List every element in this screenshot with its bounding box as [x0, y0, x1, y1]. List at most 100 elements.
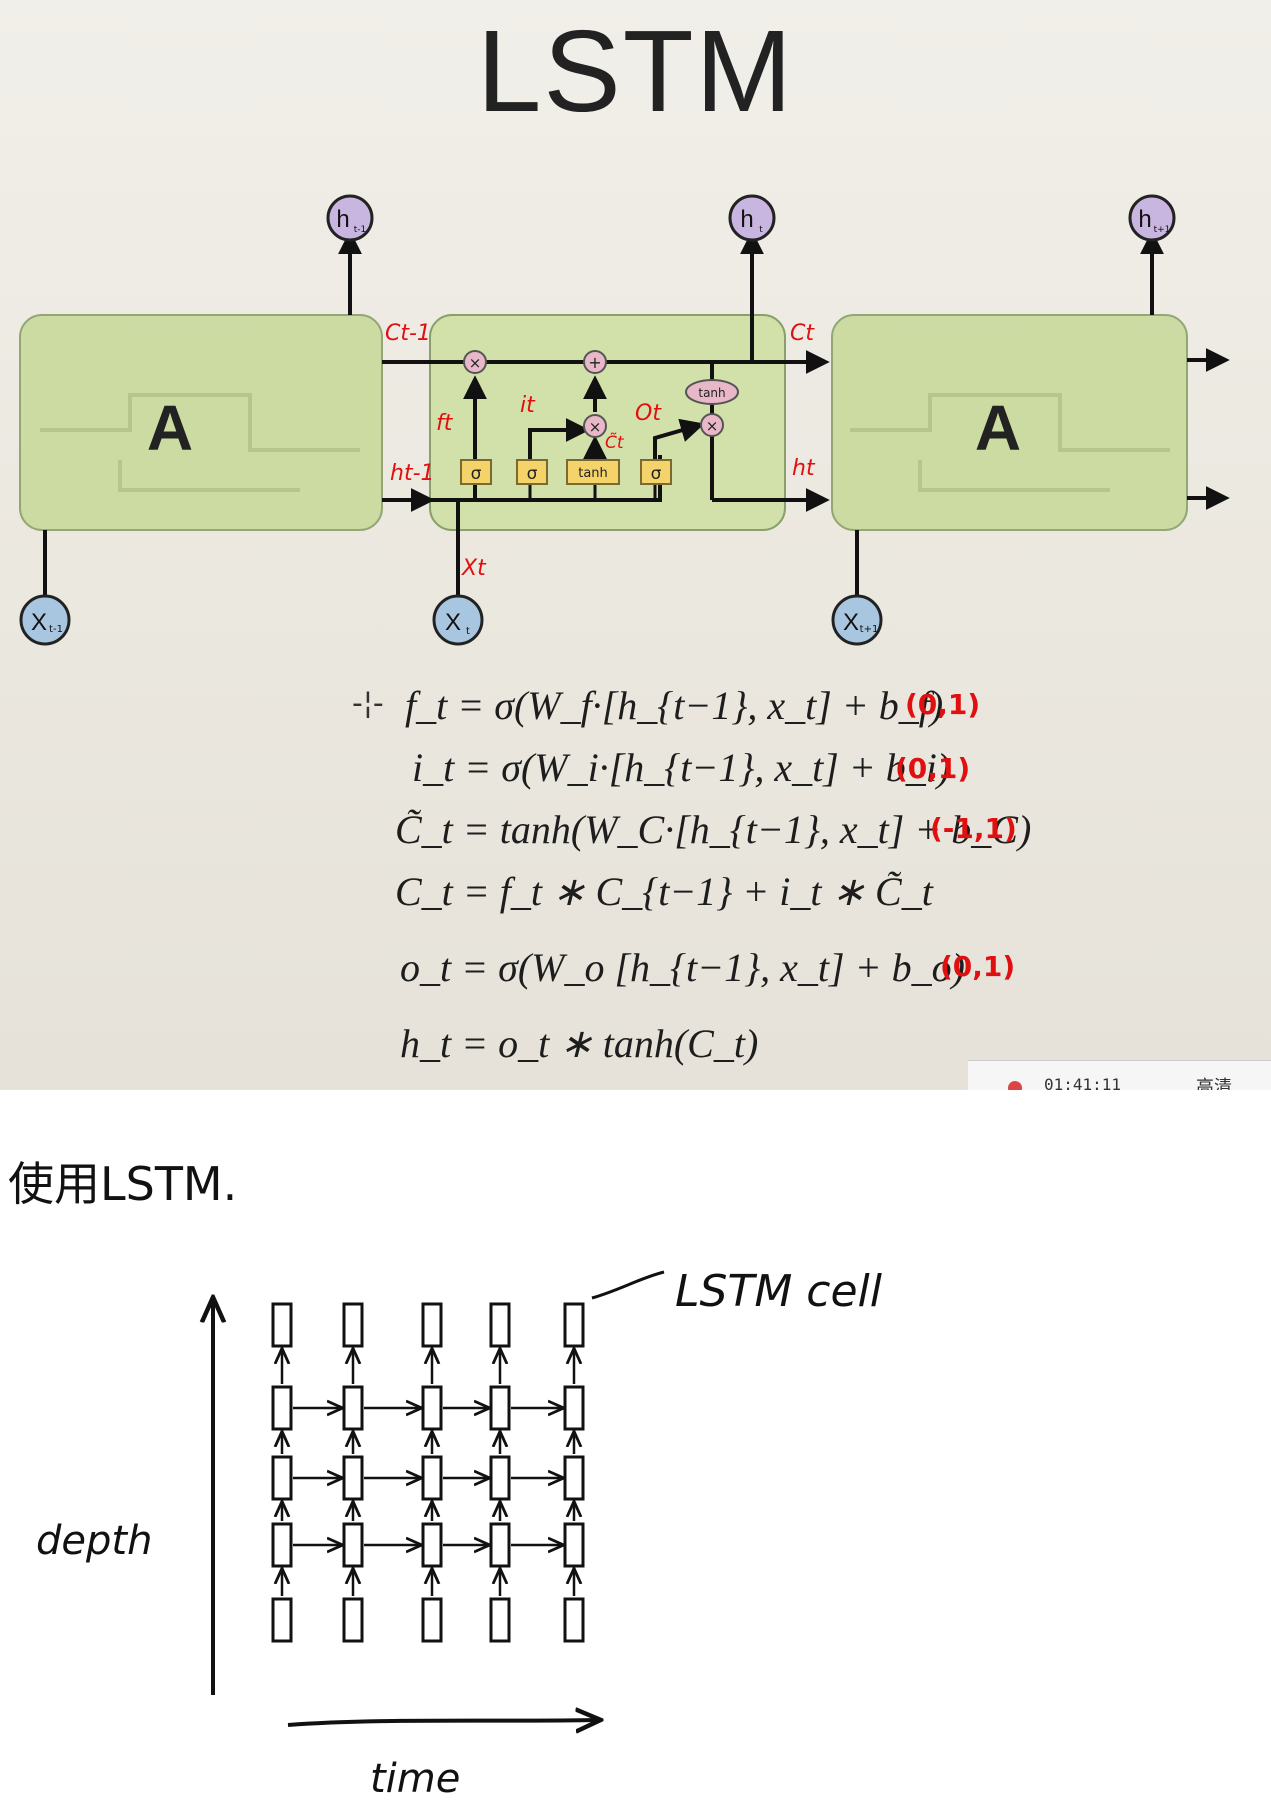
- left-lstm-block: [19, 314, 383, 531]
- equation-forget-range: (0,1): [905, 688, 981, 721]
- output-tanh-op: tanh: [685, 379, 739, 405]
- player-quality-label[interactable]: 高清: [1196, 1077, 1232, 1090]
- gate-sigma-input: σ: [516, 459, 548, 485]
- lstm-cell-label: LSTM cell: [675, 1266, 882, 1317]
- svg-text:t-1: t-1: [49, 624, 63, 635]
- lstm-cell-sketch: [563, 1455, 585, 1501]
- equation-cell-state: C_t = f_t ∗ C_{t−1} + i_t ∗ C̃_t: [395, 869, 933, 914]
- lstm-slide-photo: LSTM A A: [0, 0, 1271, 1090]
- middle-lstm-block: [429, 314, 786, 531]
- annot-i-t: it: [520, 393, 536, 418]
- annot-f-t: ft: [436, 411, 454, 436]
- player-timestamp: 01:41:11: [1044, 1075, 1122, 1090]
- equation-candidate: C̃_t = tanh(W_C·[h_{t−1}, x_t] + b_C): [395, 807, 1032, 852]
- time-label: time: [370, 1756, 461, 1802]
- svg-text:X: X: [843, 609, 859, 636]
- lstm-cell-sketch: [342, 1385, 364, 1431]
- svg-text:t-1: t-1: [354, 225, 367, 235]
- equation-input-range: (0,1): [895, 752, 971, 785]
- annot-o-t: Ot: [635, 401, 662, 426]
- left-block-ghost-lines: [40, 393, 360, 492]
- svg-text:σ: σ: [471, 464, 482, 484]
- x-prev-node: X t-1: [19, 594, 71, 646]
- left-block-label: A: [147, 392, 193, 464]
- lstm-cell-sketch: [421, 1522, 443, 1568]
- svg-text:t: t: [759, 225, 763, 235]
- svg-text:t: t: [466, 626, 470, 637]
- right-block-label: A: [975, 392, 1021, 464]
- equation-hidden: h_t = o_t ∗ tanh(C_t): [400, 1021, 759, 1066]
- lstm-cell-grid: [271, 1302, 585, 1643]
- annot-h-t: ht: [792, 456, 816, 481]
- input-multiply-op: ×: [583, 414, 607, 438]
- h-next-node: h t+1: [1128, 194, 1176, 242]
- output-multiply-op: ×: [700, 413, 724, 437]
- cell-label-leader: [591, 1270, 665, 1300]
- sketch-heading: 使用LSTM.: [8, 1157, 238, 1211]
- equation-input: i_t = σ(W_i·[h_{t−1}, x_t] + b_i): [412, 745, 951, 790]
- right-block-ghost-lines: [850, 393, 1170, 492]
- lstm-cell-sketch: [421, 1385, 443, 1431]
- x-next-node: X t+1: [831, 594, 883, 646]
- time-axis-arrow: [287, 1720, 598, 1725]
- lstm-cell-sketch: [271, 1455, 293, 1501]
- annot-c-prev: Ct-1: [385, 321, 431, 346]
- input-gate-feed: [528, 418, 590, 470]
- lstm-cell-sketch: [489, 1597, 511, 1643]
- lstm-cell-sketch: [489, 1522, 511, 1568]
- equation-output-range: (0,1): [940, 950, 1016, 983]
- lstm-cell-sketch: [342, 1302, 364, 1348]
- depth-label: depth: [36, 1518, 153, 1564]
- gate-tanh-candidate: tanh: [566, 459, 620, 485]
- svg-text:h: h: [1138, 206, 1151, 233]
- stacked-lstm-grid-sketch: [0, 1270, 665, 1800]
- svg-text:t+1: t+1: [860, 624, 879, 635]
- svg-text:σ: σ: [651, 464, 662, 484]
- lstm-cell-sketch: [489, 1385, 511, 1431]
- equation-output: o_t = σ(W_o [h_{t−1}, x_t] + b_o): [400, 945, 965, 990]
- lstm-cell-sketch: [342, 1455, 364, 1501]
- svg-text:σ: σ: [527, 464, 538, 484]
- svg-text:X: X: [31, 609, 47, 636]
- x-current-node: X t: [432, 594, 484, 646]
- lstm-chain-diagram: A A: [19, 194, 1230, 646]
- lstm-cell-sketch: [563, 1522, 585, 1568]
- lstm-cell-sketch: [271, 1597, 293, 1643]
- lstm-cell-sketch: [421, 1455, 443, 1501]
- gate-sigma-output: σ: [640, 459, 672, 485]
- video-player-bar: 01:41:11 高清: [968, 1060, 1271, 1090]
- forget-multiply-op: ×: [463, 350, 487, 374]
- svg-text:X: X: [445, 609, 461, 636]
- svg-text:tanh: tanh: [698, 386, 725, 400]
- annot-c-t: Ct: [790, 321, 815, 346]
- svg-text:h: h: [740, 206, 753, 233]
- svg-text:×: ×: [706, 417, 719, 435]
- lstm-cell-sketch: [489, 1455, 511, 1501]
- annot-h-prev: ht-1: [390, 461, 435, 486]
- lstm-cell-sketch: [421, 1597, 443, 1643]
- lstm-cell-sketch: [421, 1302, 443, 1348]
- svg-text:t+1: t+1: [1154, 225, 1171, 235]
- h-current-node: h t: [728, 194, 776, 242]
- annot-c-tilde: C̃t: [605, 432, 625, 453]
- h-prev-node: h t-1: [326, 194, 374, 242]
- equation-candidate-range: (-1,1): [930, 812, 1017, 845]
- slide-title: LSTM: [476, 6, 795, 136]
- gate-sigma-forget: σ: [460, 459, 492, 485]
- record-dot-icon: [1008, 1081, 1022, 1090]
- svg-text:×: ×: [589, 418, 602, 436]
- svg-text:×: ×: [469, 354, 482, 372]
- svg-text:tanh: tanh: [578, 466, 608, 481]
- annot-x-t: Xt: [461, 556, 487, 581]
- equation-cursor-mark: -¦-: [352, 686, 384, 721]
- lstm-cell-sketch: [489, 1302, 511, 1348]
- equation-forget: f_t = σ(W_f·[h_{t−1}, x_t] + b_f): [405, 683, 944, 728]
- lstm-cell-sketch: [271, 1522, 293, 1568]
- svg-text:+: +: [588, 353, 601, 372]
- lstm-cell-sketch: [271, 1385, 293, 1431]
- lstm-cell-sketch: [563, 1597, 585, 1643]
- cell-add-op: +: [583, 350, 607, 374]
- lstm-cell-sketch: [271, 1302, 293, 1348]
- svg-text:h: h: [336, 206, 349, 233]
- lstm-cell-sketch: [563, 1302, 585, 1348]
